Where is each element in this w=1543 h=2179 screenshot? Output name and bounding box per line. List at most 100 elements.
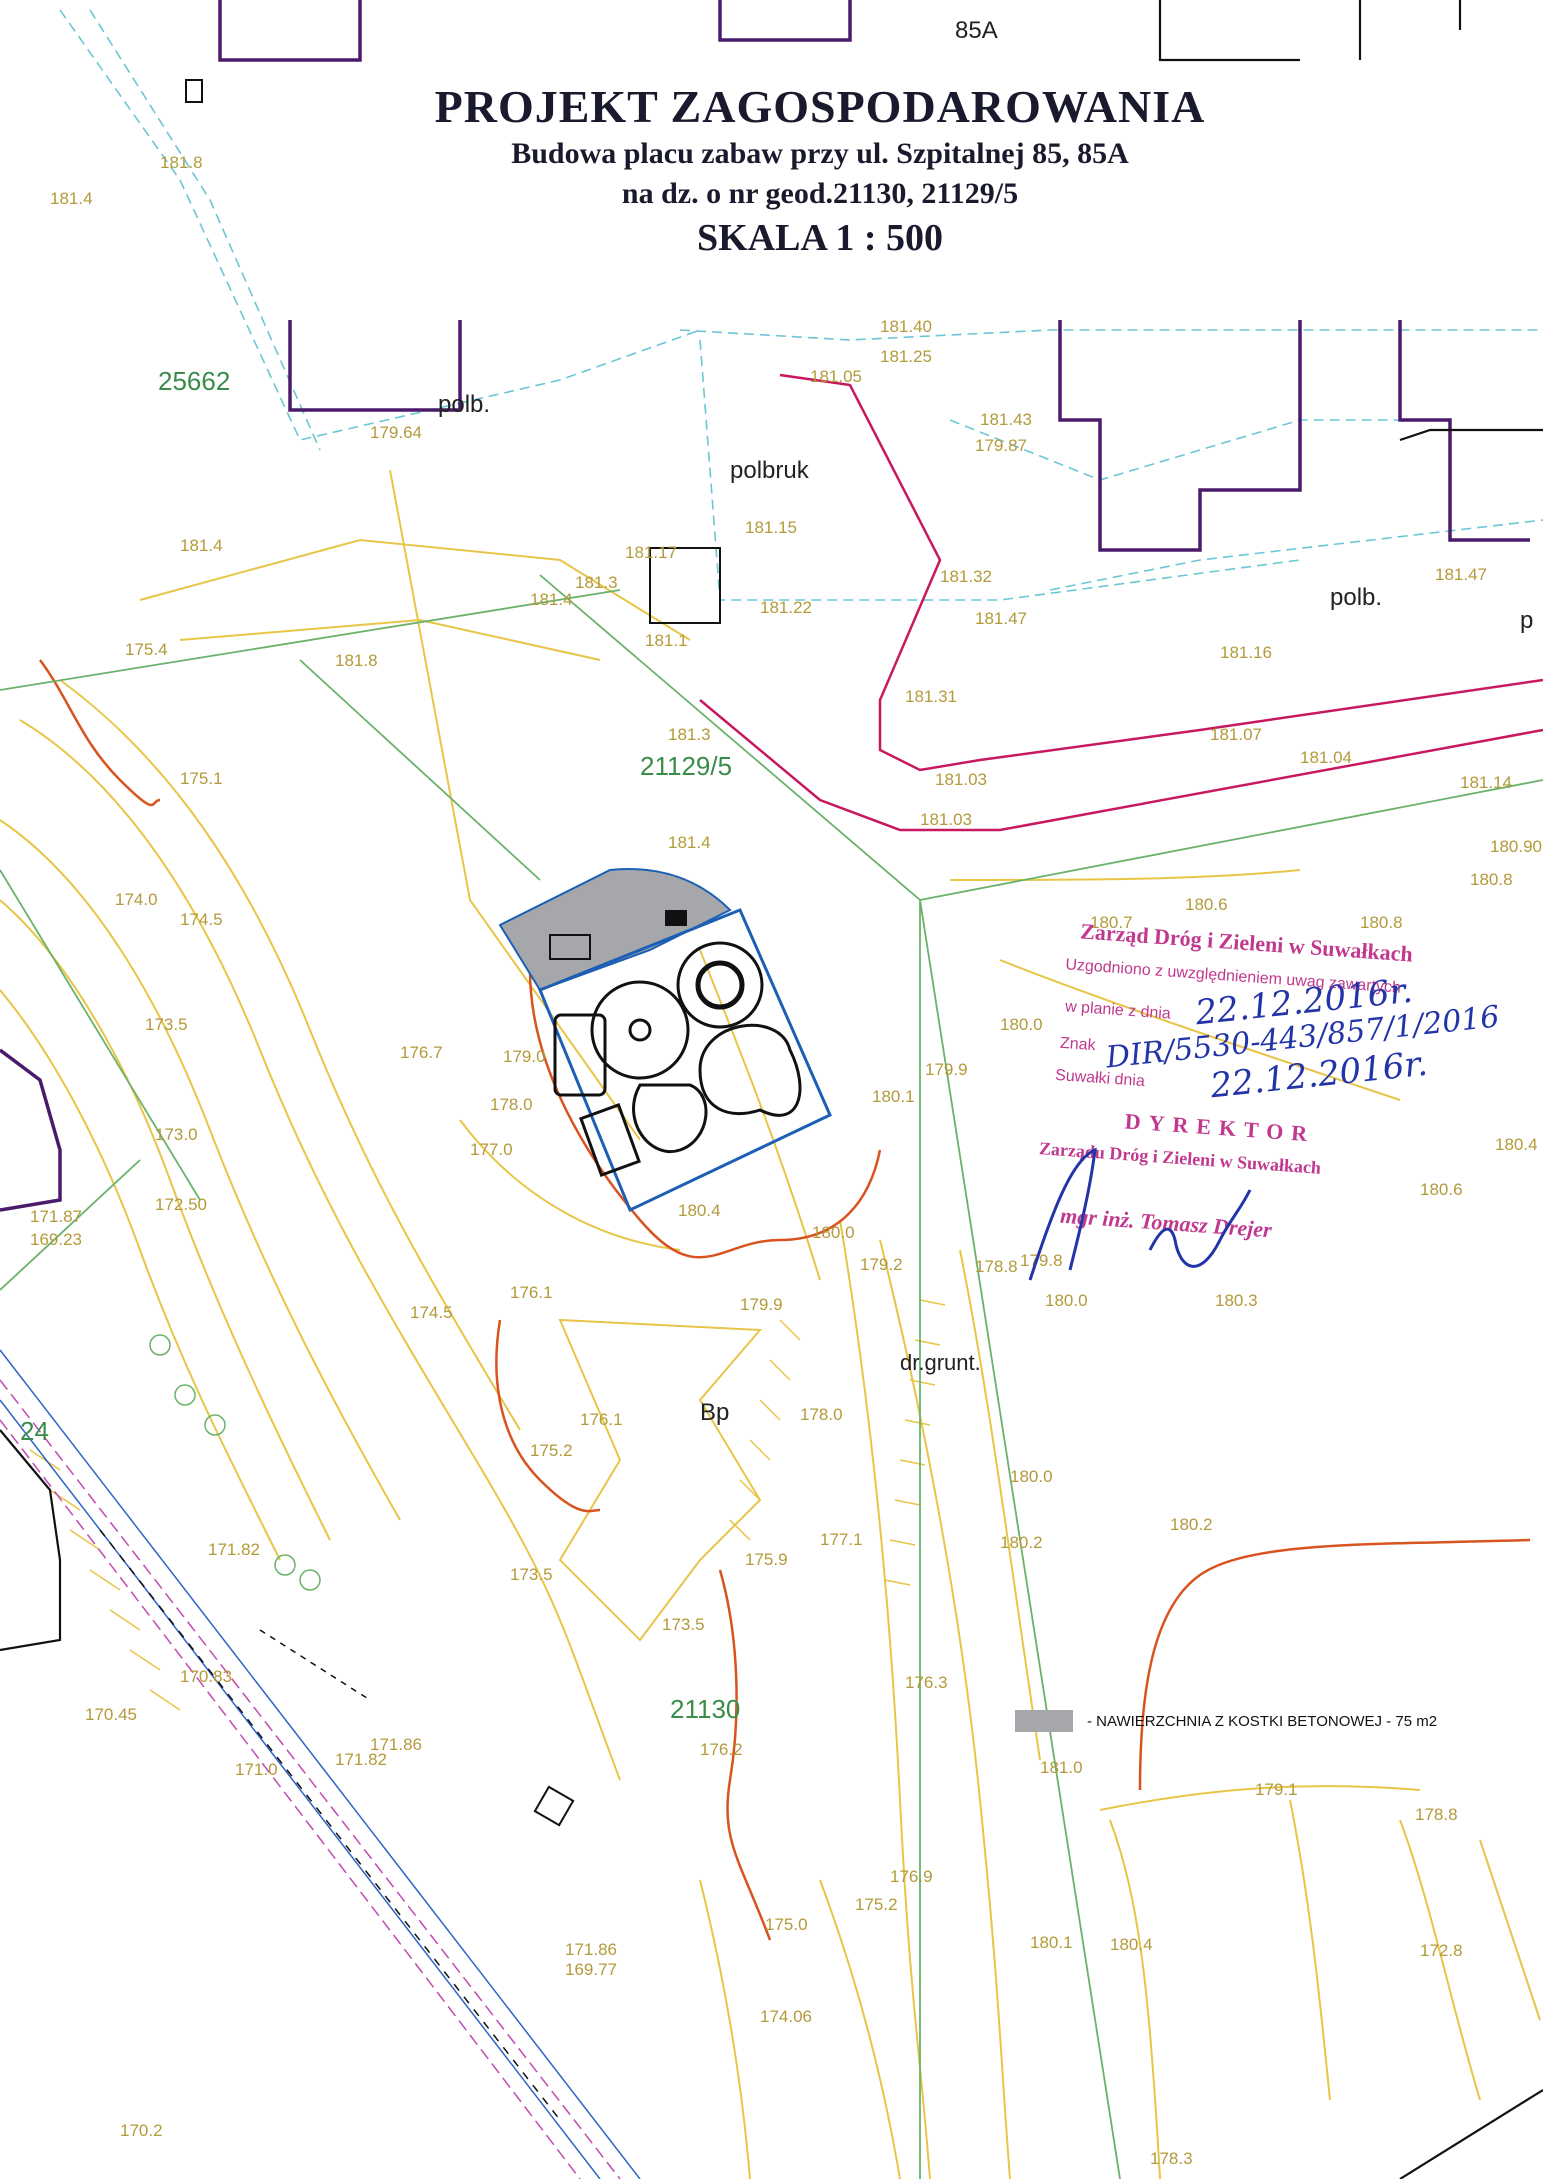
elevation-label: 177.0 [470,1140,513,1159]
elevation-label: 180.4 [1110,1935,1153,1954]
elevation-label: 180.0 [1045,1291,1088,1310]
elevation-label: 180.0 [1010,1467,1053,1486]
elevation-label: 171.86 [370,1735,422,1754]
elevation-label: 180.4 [1495,1135,1538,1154]
elevation-label: 181.05 [810,367,862,386]
elevation-label: 180.1 [872,1087,915,1106]
elevation-label: 172.8 [1420,1941,1463,1960]
elevation-label: 173.5 [662,1615,705,1634]
elevation-label: 175.2 [855,1895,898,1914]
elevation-label: 181.04 [1300,748,1352,767]
elevation-label: 180.1 [1030,1933,1073,1952]
elevation-label: 180.8 [1360,913,1403,932]
elevation-label: 181.3 [668,725,711,744]
map-label-road: dr.grunt. [900,1350,981,1375]
elevation-label: 172.50 [155,1195,207,1214]
elevation-label: 181.1 [645,631,688,650]
elevation-label: 176.3 [905,1673,948,1692]
plan-title: PROJEKT ZAGOSPODAROWANIA [434,81,1206,132]
map-label-surface: polbruk [730,457,810,484]
parcel-label: 21129/5 [640,751,732,781]
elevation-label: 181.8 [335,651,378,670]
elevation-label: 175.0 [765,1915,808,1934]
elevation-label: 174.5 [180,910,223,929]
elevation-label: 181.43 [980,410,1032,429]
trees [149,1334,321,1591]
elevation-label: 178.0 [490,1095,533,1114]
elevation-label: 170.83 [180,1667,232,1686]
elevation-label: 180.6 [1420,1180,1463,1199]
elevation-label: 175.1 [180,769,223,788]
legend-swatch-concrete [1015,1710,1073,1732]
elevation-label: 179.0 [503,1047,546,1066]
elevation-label: 181.22 [760,598,812,617]
elevation-label: 180.8 [1470,870,1513,889]
elevation-label: 176.7 [400,1043,443,1062]
legend: - NAWIERZCHNIA Z KOSTKI BETONOWEJ - 75 m… [1015,1710,1437,1732]
elevation-label: 178.8 [975,1257,1018,1276]
elevation-label: 174.5 [410,1303,453,1322]
elevation-label: 171.86 [565,1940,617,1959]
elevation-label: 178.0 [800,1405,843,1424]
elevation-label: 171.0 [235,1760,278,1779]
elevation-label: 179.8 [1020,1251,1063,1270]
elevation-label: 181.25 [880,347,932,366]
elevation-label: 181.3 [575,573,618,592]
map-label-building: 85A [955,17,998,44]
elevation-label: 179.1 [1255,1780,1298,1799]
parcel-label: 21130 [670,1694,740,1724]
property-lines [699,373,1543,832]
elevation-label: 180.0 [1000,1015,1043,1034]
utility-lines [59,9,1543,601]
slope-hachures [29,1299,946,1711]
parcel-label: 25662 [158,366,230,396]
elevation-label: 181.15 [745,518,797,537]
legend-text: - NAWIERZCHNIA Z KOSTKI BETONOWEJ - 75 m… [1087,1712,1438,1730]
elevation-label: 174.06 [760,2007,812,2026]
elevation-label: 179.9 [925,1060,968,1079]
elevation-label: 170.2 [120,2121,163,2140]
elevation-label: 181.8 [160,153,203,172]
elevation-label: 180.0 [812,1223,855,1242]
elevation-label: 175.2 [530,1441,573,1460]
elevation-label: 181.4 [530,590,573,609]
title-block: PROJEKT ZAGOSPODAROWANIA Budowa placu za… [340,80,1300,262]
elevation-label: 175.9 [745,1550,788,1569]
elevation-label: 171.82 [208,1540,260,1559]
elevation-label: 173.5 [510,1565,553,1584]
elevation-label: 173.5 [145,1015,188,1034]
elevation-label: 180.4 [678,1201,721,1220]
elevation-label: 180.3 [1215,1291,1258,1310]
elevation-label: 174.0 [115,890,158,909]
parcel-boundaries [0,574,1543,2179]
elevation-label: 181.16 [1220,643,1272,662]
elevation-label: 169.23 [30,1230,82,1249]
map-label-surface: polb. [1330,584,1382,611]
elevation-label: 178.8 [1415,1805,1458,1824]
elevation-label: 179.64 [370,423,422,442]
elevation-label: 181.17 [625,543,677,562]
elevation-label: 181.07 [1210,725,1262,744]
elevation-label: 181.4 [180,536,223,555]
elevation-label: 181.40 [880,317,932,336]
elevation-label: 178.3 [1150,2149,1193,2168]
elevation-label: 170.45 [85,1705,137,1724]
elevation-label: 176.9 [890,1867,933,1886]
elevation-labels: 181.40181.25181.05181.43179.87179.64181.… [30,153,1542,2168]
playground [498,868,832,1213]
elevation-label: 175.4 [125,640,168,659]
map-symbols [185,79,721,1827]
elevation-label: 181.14 [1460,773,1512,792]
scale-label: SKALA 1 : 500 [697,217,943,259]
elevation-label: 181.4 [668,833,711,852]
elevation-label: 179.9 [740,1295,783,1314]
elevation-label: 179.2 [860,1255,903,1274]
parcel-numbers: na dz. o nr geod.21130, 21129/5 [621,177,1019,210]
elevation-label: 181.47 [975,609,1027,628]
elevation-label: 181.4 [50,189,93,208]
elevation-label: 171.87 [30,1207,82,1226]
elevation-label: 169.77 [565,1960,617,1979]
parcel-label: 24 [20,1416,49,1446]
